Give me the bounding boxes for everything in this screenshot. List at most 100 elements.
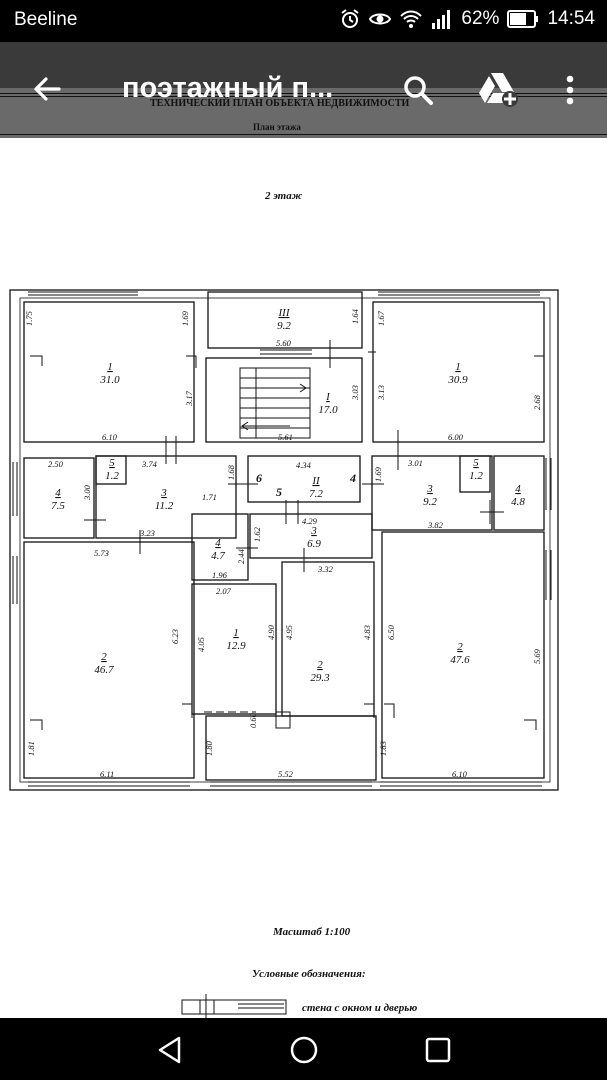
room-area: 1.2 bbox=[105, 470, 119, 482]
dimension-label: 6.50 bbox=[386, 624, 396, 640]
add-to-drive-button[interactable] bbox=[476, 66, 522, 112]
room-area: 1.2 bbox=[469, 470, 483, 482]
dimension-label: 4.05 bbox=[196, 637, 206, 652]
room-outline bbox=[459, 455, 491, 493]
dimension-label: 3.17 bbox=[184, 390, 194, 407]
clock: 14:54 bbox=[547, 8, 595, 29]
room-number: 4 bbox=[215, 537, 221, 549]
dimension-label: 6.00 bbox=[448, 432, 464, 442]
room-area: 7.2 bbox=[309, 488, 323, 500]
dimension-label: 1.69 bbox=[373, 466, 383, 482]
nav-back-button[interactable] bbox=[148, 1028, 192, 1072]
room-area: 47.6 bbox=[450, 654, 470, 666]
dimension-label: 3.00 bbox=[82, 484, 92, 501]
room-outline bbox=[207, 291, 363, 349]
nav-recents-button[interactable] bbox=[416, 1028, 460, 1072]
document-page[interactable]: 2 этаж bbox=[0, 138, 607, 1018]
dimension-label: 1.62 bbox=[252, 526, 262, 542]
dimension-label: 6.10 bbox=[102, 432, 118, 442]
alarm-icon bbox=[341, 9, 360, 28]
room-number: 2 bbox=[317, 659, 323, 671]
dimension-label: 3.03 bbox=[350, 385, 360, 401]
dimension-label: 4.83 bbox=[362, 625, 372, 640]
room-area: 9.2 bbox=[423, 496, 437, 508]
dimension-label: 5.73 bbox=[94, 548, 109, 558]
nav-home-icon bbox=[290, 1036, 318, 1064]
room-outline bbox=[372, 301, 545, 443]
status-icons: 62% 14:54 bbox=[339, 8, 595, 30]
more-vert-icon bbox=[566, 75, 574, 105]
room-area: 31.0 bbox=[99, 374, 120, 386]
legend-item-label: стена с окном и дверью bbox=[302, 1002, 418, 1014]
room-area: 4.7 bbox=[211, 550, 225, 562]
room-number: 3 bbox=[426, 483, 433, 495]
dimension-label: 4.90 bbox=[266, 624, 276, 640]
dimension-label: 1.67 bbox=[376, 310, 386, 326]
dimension-labels: 1.75 1.69 5.60 1.64 1.67 3.17 3.03 3.13 … bbox=[24, 308, 542, 779]
room-number: 5 bbox=[473, 457, 479, 469]
room-area: 30.9 bbox=[447, 374, 468, 386]
nav-home-button[interactable] bbox=[282, 1028, 326, 1072]
system-nav-bar bbox=[0, 1018, 607, 1080]
dimension-label: 5.52 bbox=[278, 769, 294, 779]
overflow-menu-button[interactable] bbox=[552, 68, 588, 112]
room-number: 2 bbox=[101, 651, 107, 663]
dimension-label: 3.13 bbox=[376, 385, 386, 401]
dimension-label: 3.32 bbox=[317, 564, 334, 574]
scale-label: Масштаб 1:100 bbox=[273, 926, 351, 938]
dimension-label: 6.11 bbox=[100, 769, 114, 779]
legend-symbol bbox=[181, 994, 287, 1018]
room-number: 5 bbox=[109, 457, 115, 469]
back-button[interactable] bbox=[26, 68, 68, 110]
legend-title: Условные обозначения: bbox=[252, 968, 366, 980]
dimension-label: 2.50 bbox=[48, 459, 64, 469]
room-area: 29.3 bbox=[310, 672, 330, 684]
dimension-label: 5.69 bbox=[532, 648, 542, 664]
room-number: 4 bbox=[55, 487, 61, 499]
dimension-label: 1.96 bbox=[212, 570, 228, 580]
room-area: 12.9 bbox=[226, 640, 246, 652]
drive-add-icon bbox=[479, 73, 518, 107]
dimension-label: 1.83 bbox=[378, 741, 388, 756]
document-title: поэтажный п... bbox=[122, 72, 334, 104]
room-number: 3 bbox=[310, 525, 317, 537]
dimension-label: 1.81 bbox=[26, 741, 36, 756]
dimension-label: 0.60 bbox=[248, 712, 258, 728]
room-outline bbox=[191, 583, 277, 715]
nav-back-icon bbox=[158, 1036, 181, 1064]
document-header-text: ТЕХНИЧЕСКИЙ ПЛАН ОБЪЕКТА НЕДВИЖИМОСТИ bbox=[150, 98, 410, 109]
wifi-icon bbox=[400, 10, 423, 28]
outer-wall bbox=[9, 289, 559, 791]
document-subheader-text: План этажа bbox=[253, 122, 301, 132]
dimension-label: 3.74 bbox=[141, 459, 158, 469]
room-outline bbox=[191, 513, 249, 581]
room-outline bbox=[281, 561, 375, 717]
nav-recents-icon bbox=[425, 1037, 451, 1063]
room-area: 7.5 bbox=[51, 500, 65, 512]
room-outline bbox=[249, 513, 373, 559]
dimension-label: 3.23 bbox=[139, 528, 155, 538]
dimension-label: 1.71 bbox=[202, 492, 217, 502]
floor-title: 2 этаж bbox=[265, 190, 303, 202]
dimension-label: 5.60 bbox=[276, 338, 292, 348]
search-button[interactable] bbox=[396, 68, 440, 112]
room-outline bbox=[23, 457, 95, 539]
dimension-label: 6.10 bbox=[452, 769, 468, 779]
room-number: 4 bbox=[515, 483, 521, 495]
battery-icon bbox=[507, 10, 539, 28]
status-bar: Beeline 62% 14:54 bbox=[0, 0, 607, 42]
stairs bbox=[239, 367, 311, 439]
room-number: I bbox=[325, 391, 331, 403]
dimension-label: 1.80 bbox=[204, 740, 214, 756]
search-icon bbox=[404, 76, 433, 105]
room-area: 6.9 bbox=[307, 538, 321, 550]
signal-icon bbox=[432, 10, 451, 29]
room-outline bbox=[23, 301, 195, 443]
eye-icon bbox=[369, 13, 392, 25]
room-outline bbox=[23, 541, 195, 779]
room-number: II bbox=[311, 475, 321, 487]
room-area: 9.2 bbox=[277, 320, 291, 332]
room-number: 1 bbox=[107, 361, 113, 373]
dimension-label: 4.95 bbox=[284, 625, 294, 640]
plan-label: 6 bbox=[256, 471, 262, 485]
